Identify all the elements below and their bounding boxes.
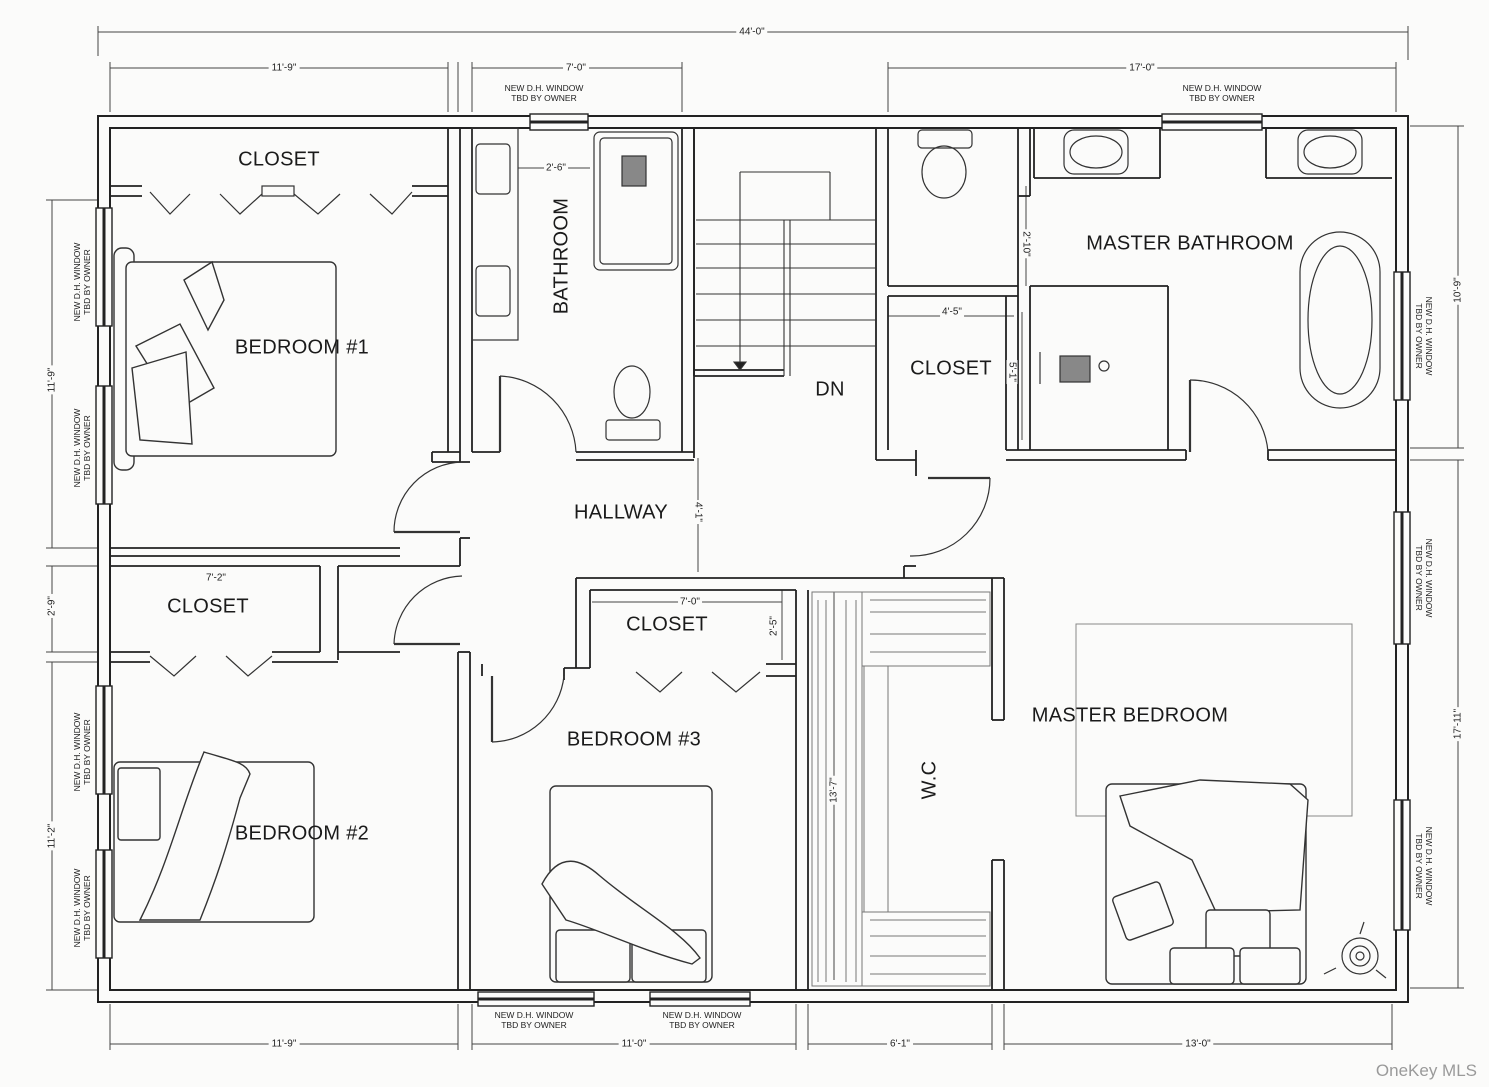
closet-b3-label: CLOSET bbox=[626, 613, 708, 636]
window-note-line2: TBD BY OWNER bbox=[82, 719, 92, 785]
window-note-line1: NEW D.H. WINDOW bbox=[72, 408, 82, 488]
bedroom1-label: BEDROOM #1 bbox=[234, 336, 370, 359]
window-note-line1: NEW D.H. WINDOW bbox=[504, 83, 584, 93]
dim-top-left: 11'-9" bbox=[268, 62, 300, 74]
window-note-line1: NEW D.H. WINDOW bbox=[1182, 83, 1262, 93]
dim-hallway-width: 4'-1" bbox=[692, 500, 704, 524]
stairs bbox=[696, 171, 876, 376]
closet-top-label: CLOSET bbox=[238, 148, 320, 171]
dim-wc-height: 13'-7" bbox=[828, 775, 840, 805]
dim-overall: 44'-0" bbox=[736, 26, 768, 38]
window-note-line2: TBD BY OWNER bbox=[501, 1020, 567, 1030]
bedroom3-label: BEDROOM #3 bbox=[566, 728, 702, 751]
dim-bottom-2: 11'-0" bbox=[618, 1038, 650, 1050]
dim-closet-b3-height: 2'-5" bbox=[768, 614, 780, 638]
wc-label: W.C bbox=[918, 760, 941, 800]
dim-left-closet: 2'-9" bbox=[46, 594, 58, 618]
hallway-label: HALLWAY bbox=[574, 501, 668, 524]
bathroom-fixtures bbox=[471, 127, 1387, 979]
dim-master-bath-gap: 2'-10" bbox=[1020, 229, 1032, 259]
wc-shelving bbox=[811, 591, 991, 987]
window-note-line2: TBD BY OWNER bbox=[511, 93, 577, 103]
windows bbox=[95, 113, 1411, 1007]
window-note-line2: TBD BY OWNER bbox=[82, 875, 92, 941]
window-note-line2: TBD BY OWNER bbox=[1414, 545, 1424, 611]
dim-closet-mid-width: 4'-5" bbox=[940, 306, 964, 318]
bathroom-label: BATHROOM bbox=[550, 197, 573, 315]
interior-walls bbox=[110, 128, 1396, 990]
dim-closet-b3-width: 7'-0" bbox=[678, 596, 702, 608]
window-note-line1: NEW D.H. WINDOW bbox=[662, 1010, 742, 1020]
beds bbox=[113, 247, 1353, 985]
window-note-line2: TBD BY OWNER bbox=[1189, 93, 1255, 103]
dim-master-bath-height: 10'-9" bbox=[1452, 275, 1464, 305]
dim-bottom-3: 6'-1" bbox=[887, 1038, 913, 1050]
doors bbox=[149, 185, 1269, 743]
window-note-line2: TBD BY OWNER bbox=[1414, 833, 1424, 899]
watermark: OneKey MLS bbox=[1375, 1061, 1477, 1080]
window-note-line2: TBD BY OWNER bbox=[669, 1020, 735, 1030]
window-note-line1: NEW D.H. WINDOW bbox=[1424, 538, 1434, 618]
closet-mid-label: CLOSET bbox=[910, 357, 992, 380]
dim-closet-mid-height: 5'-1" bbox=[1006, 360, 1018, 384]
dim-bottom-1: 11'-9" bbox=[268, 1038, 300, 1050]
window-note-line2: TBD BY OWNER bbox=[1414, 303, 1424, 369]
master-bathroom-label: MASTER BATHROOM bbox=[1086, 232, 1294, 255]
window-note-line1: NEW D.H. WINDOW bbox=[494, 1010, 574, 1020]
dim-left-bottom: 11'-2" bbox=[46, 821, 58, 851]
closet-left-label: CLOSET bbox=[167, 595, 249, 618]
dim-bottom-4: 13'-0" bbox=[1182, 1038, 1214, 1050]
window-note-line1: NEW D.H. WINDOW bbox=[72, 242, 82, 322]
bedroom2-label: BEDROOM #2 bbox=[234, 822, 370, 845]
window-note-line2: TBD BY OWNER bbox=[82, 249, 92, 315]
window-note-line1: NEW D.H. WINDOW bbox=[72, 712, 82, 792]
dim-closet-left-width: 7'-2" bbox=[206, 572, 226, 584]
window-note-line1: NEW D.H. WINDOW bbox=[1424, 296, 1434, 376]
window-note-line1: NEW D.H. WINDOW bbox=[72, 868, 82, 948]
dim-top-right: 17'-0" bbox=[1126, 62, 1158, 74]
window-note-line2: TBD BY OWNER bbox=[82, 415, 92, 481]
dim-bath-vanity: 2'-6" bbox=[544, 162, 568, 174]
master-bedroom-label: MASTER BEDROOM bbox=[1031, 704, 1229, 727]
stairs-down-label: DN bbox=[815, 378, 845, 401]
dim-left-top: 11'-9" bbox=[46, 365, 58, 395]
dim-top-mid: 7'-0" bbox=[563, 62, 589, 74]
dim-right-bottom: 17'-11" bbox=[1452, 706, 1464, 742]
window-note-line1: NEW D.H. WINDOW bbox=[1424, 826, 1434, 906]
